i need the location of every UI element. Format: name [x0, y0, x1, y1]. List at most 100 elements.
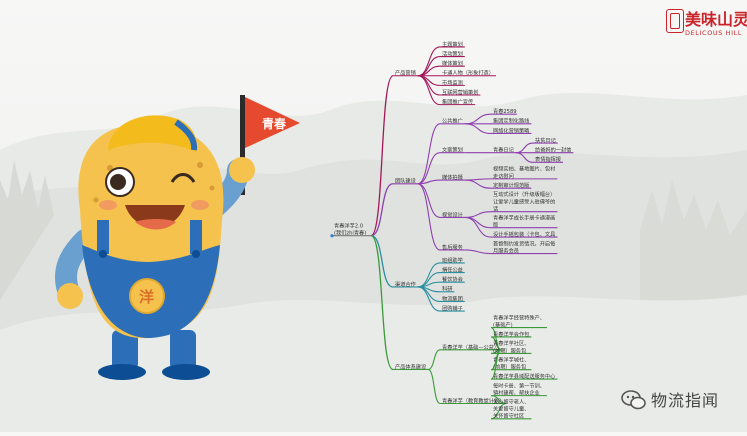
mindmap-node-level-1: 产品体系建设 [395, 362, 426, 370]
mindmap-connector [417, 183, 441, 251]
mindmap-node-level-2: 视觉设计 [442, 210, 463, 218]
winking-eye [170, 173, 196, 183]
flag-label: 青春 [262, 116, 287, 131]
mindmap-node-level-3-line: 让爱学儿童感受入驻佛爷的 [493, 197, 555, 205]
mindmap-node-level-2: 班组助学 [442, 256, 463, 264]
mindmap-node-level-2: 媒体策划 [442, 59, 463, 67]
mindmap-root-dot [330, 234, 334, 238]
mindmap-connector [464, 216, 492, 238]
mindmap-node-level-3-line: 青春洋芋成长手册卡通漫画 [493, 213, 555, 221]
mindmap-branch-connector [370, 75, 394, 237]
mindmap-node-level-3: 集团定制化路线 [493, 117, 529, 125]
mindmap-node-level-3: 青春2589 [493, 107, 517, 115]
mindmap-node-level-1: 团队建设 [395, 177, 416, 185]
mindmap-node-level-3-line: 青春洋芋社区、 [493, 339, 529, 347]
mindmap-node-level-3: 青春日记 [493, 146, 514, 154]
mindmap-node-level-2: 媒体拍摄 [442, 173, 464, 181]
logo-name: 美味山灵 [685, 10, 747, 29]
mindmap-node-level-3-line: 关心留守老人、 [493, 397, 529, 405]
flag-pole [240, 95, 245, 195]
mindmap-root-line: 青春洋芋2.0 [334, 221, 363, 229]
mindmap-connector [515, 142, 534, 154]
mindmap-connector [417, 179, 441, 185]
mindmap-node-level-3-line: (前期）服务包 [493, 363, 526, 371]
mindmap-node-level-1: 渠道合作 [395, 280, 416, 288]
brand-logo: 美味山灵 DELICOUS HILL [664, 6, 747, 46]
mindmap-connector [464, 216, 492, 229]
mindmap-node-level-3: 定制审计规范版 [493, 181, 529, 189]
raised-hand [229, 157, 255, 183]
red-flag [245, 97, 300, 148]
wechat-icon [621, 390, 646, 410]
mindmap-connector [417, 183, 441, 218]
mindmap-node-level-3-line: 每时卡册、第一节训、 [493, 381, 545, 389]
mindmap-node-level-3-line: (前期）服务包 [493, 346, 526, 354]
mindmap-node-level-4: 扶贫日记 [535, 136, 556, 144]
mindmap-node-level-3-line: 视频实拍、基地图片、包衬 [493, 165, 555, 173]
mindmap-node-level-2: 文案策划 [442, 146, 463, 154]
mindmap-node-level-4: 给爸妈的一封信 [535, 146, 571, 154]
logo-stamp-icon [666, 9, 684, 33]
mindmap-node-level-3-line: 首督制约发货情况，开启每 [493, 239, 555, 247]
mindmap-node-level-2: 物流集团 [442, 294, 463, 302]
mindmap-node-level-3: 青春洋芋县域配送服务中心 [493, 372, 555, 380]
badge-label: 洋 [139, 288, 154, 306]
mindmap-node-level-3-line: 关爱留守儿童、 [493, 405, 529, 413]
mindmap-node-level-3: 设计手摇包装（卡包、文具 [493, 230, 555, 238]
mindmap-connector [464, 179, 492, 189]
mindmap-node-level-1: 产品营销 [395, 69, 416, 77]
mindmap-node-level-2: 售后服务 [442, 243, 463, 251]
mindmap-node-level-3-line: 青春洋芋城社、 [493, 355, 529, 363]
mindmap-connector [515, 152, 534, 163]
mindmap-node-level-2: 捐任公益 [442, 265, 463, 273]
mindmap-connector [417, 152, 441, 185]
mindmap-node-level-2: 餐饮协会 [442, 275, 463, 283]
wechat-watermark: 物流指闻 [611, 381, 747, 415]
left-shoe [98, 364, 146, 380]
mindmap-node-level-3-line: 走访慰问 [493, 172, 514, 180]
mindmap-node-level-3-line: (基础产) [493, 320, 513, 328]
badge [129, 278, 165, 314]
mindmap-node-level-2: 互联网营销策划 [442, 88, 478, 96]
mindmap-connector [428, 349, 441, 371]
right-shoe [162, 364, 210, 380]
mindmap-connector [417, 262, 441, 288]
mindmap-root-line: (我们zhi青春) [334, 229, 366, 237]
mindmap-node-level-3-line: 青春洋芋经营特殊产、 [493, 313, 545, 321]
mindmap-connector [417, 281, 441, 288]
mindmap-node-level-3-line: 月服务会员 [493, 246, 519, 254]
mindmap-node-level-2: 卡通人物（形象打造） [442, 69, 494, 77]
mindmap-connector [417, 286, 441, 312]
mindmap-node-level-2: 活动策划 [442, 49, 463, 57]
mindmap-node-level-3-line: 关怀留守社区 [493, 412, 524, 420]
mindmap-node-level-3-line: 镇村建帮、帮扶企业 [493, 389, 540, 397]
logo-tagline: DELICOUS HILL [685, 29, 743, 37]
mindmap-node-level-3-line: 话 [493, 205, 498, 213]
mindmap-connector [464, 123, 492, 135]
mindmap-node-level-2: 公共推广 [442, 117, 463, 125]
watermark-text: 物流指闻 [651, 391, 720, 410]
mindmap-node-level-3-line: 版 [493, 221, 498, 229]
mindmap-node-level-3: 网络化营销策略 [493, 126, 530, 134]
mindmap-node-level-4: 表情指挥报 [535, 155, 561, 163]
mindmap-branch-connector [370, 235, 394, 288]
mindmap-connector [464, 113, 492, 125]
mindmap-connector [427, 368, 441, 405]
mindmap-node-level-2: 市场监测 [442, 78, 463, 86]
mindmap-node-level-2: 青春洋芋（基础—公益） [442, 343, 499, 351]
mindmap-node-level-2: 集团推广宣传 [442, 98, 473, 106]
mindmap-node-level-2: 主题策划 [442, 40, 463, 48]
mindmap-connector [417, 123, 441, 185]
mindmap-node-level-2: 青春洋芋（教育教堂计划） [442, 396, 504, 404]
mindmap-node-level-3: 青春洋芋会作包 [493, 330, 529, 338]
mindmap-branch-connector [370, 235, 394, 371]
mindmap-connector [464, 211, 492, 218]
mindmap-connector [490, 349, 502, 380]
mascot-illustration: 青春 洋 [0, 0, 310, 436]
mindmap-connector [464, 249, 492, 255]
mindmap-node-level-2: 科研 [442, 285, 452, 293]
mindmap-connector [417, 75, 441, 106]
mindmap-node-level-3-line: 互动式设计（升级版幅台） [493, 190, 555, 198]
mindmap-branch-connector [370, 183, 394, 237]
